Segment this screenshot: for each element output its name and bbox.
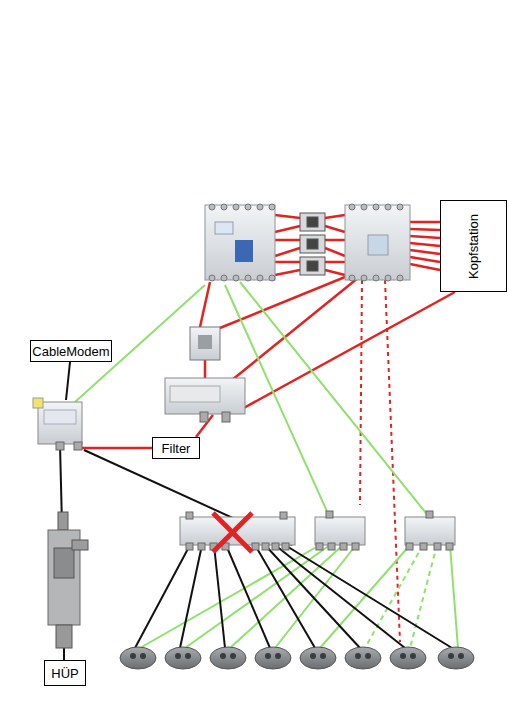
- black-cables: [60, 362, 452, 660]
- splitter: [165, 378, 245, 422]
- wall-sockets: [120, 647, 474, 669]
- label-box: CableModem: [30, 340, 112, 362]
- amplifier-modules: [300, 213, 325, 275]
- label-box: Kopfstation: [440, 200, 507, 292]
- box-label: HÜP: [51, 666, 78, 681]
- multiswitch-left: [205, 204, 275, 281]
- multiswitch-right: [345, 204, 410, 281]
- four-way-splitters: [315, 511, 455, 550]
- label-box: HÜP: [44, 660, 86, 686]
- box-label: Kopfstation: [466, 213, 481, 278]
- crossed-splitter: [180, 512, 295, 552]
- label-box: Filter: [152, 437, 200, 459]
- box-label: CableModem: [32, 344, 109, 359]
- modem-splitter: [33, 398, 82, 450]
- green-cables: [75, 282, 458, 648]
- red-dotted-cables: [360, 280, 400, 642]
- small-coupler: [190, 327, 220, 360]
- box-label: Filter: [162, 441, 191, 456]
- house-connection-device: [48, 512, 88, 648]
